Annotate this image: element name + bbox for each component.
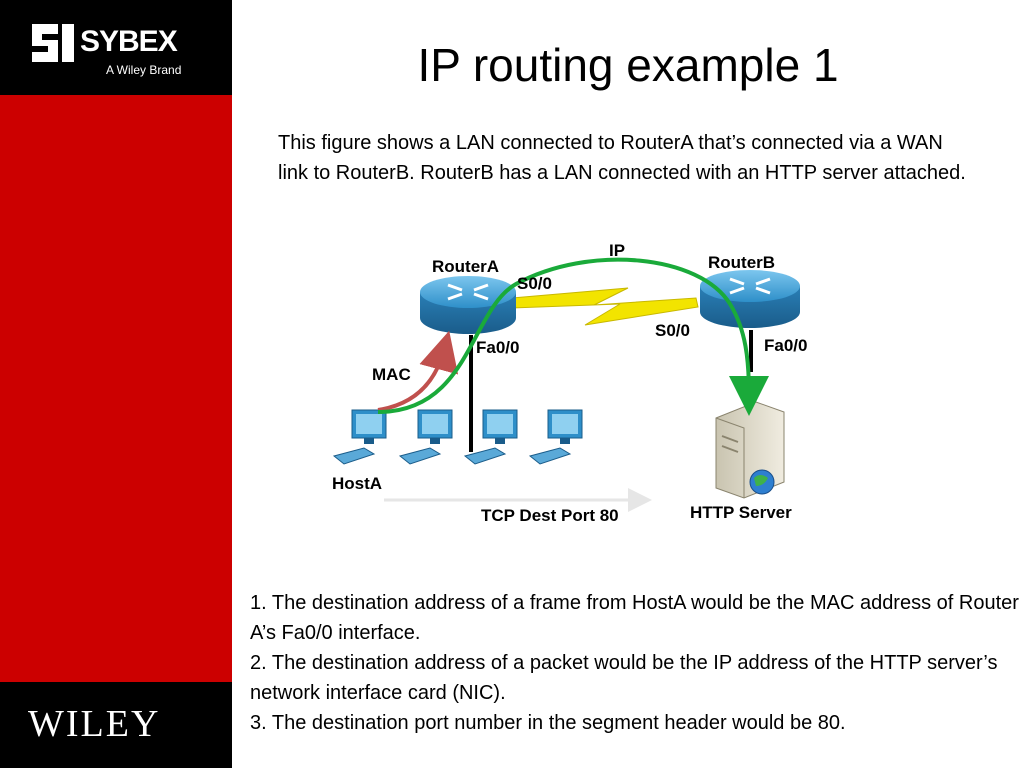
router-a-fa-label: Fa0/0 (476, 338, 520, 357)
sybex-wordmark: SYBEX (80, 25, 178, 58)
host-a-icon (332, 409, 387, 465)
sybex-tagline: A Wiley Brand (106, 63, 182, 77)
ip-arrow (377, 257, 769, 416)
tcp-label: TCP Dest Port 80 (481, 506, 619, 525)
router-b-fa-label: Fa0/0 (764, 336, 808, 355)
router-a-icon (420, 276, 516, 334)
host-icon (528, 409, 583, 465)
note-item: 1. The destination address of a frame fr… (250, 592, 1019, 644)
ip-label: IP (609, 241, 626, 260)
router-a-label: RouterA (432, 257, 500, 276)
router-b-label: RouterB (708, 253, 776, 272)
wiley-wordmark: WILEY (28, 703, 161, 745)
note-item: 3. The destination port number in the se… (250, 712, 846, 734)
router-b-icon (700, 270, 800, 328)
router-a-serial-label: S0/0 (517, 274, 552, 293)
mac-label: MAC (372, 365, 411, 384)
note-item: 2. The destination address of a packet w… (250, 652, 998, 704)
wan-link (511, 287, 699, 326)
host-a-label: HostA (332, 474, 383, 493)
sybex-logo-icon (32, 24, 74, 62)
host-icon (398, 409, 453, 465)
sidebar-red-band (0, 95, 232, 682)
http-server-icon (715, 401, 785, 499)
sybex-logo-area: SYBEX A Wiley Brand (0, 0, 232, 95)
notes-list: 1. The destination address of a frame fr… (250, 588, 1020, 738)
mac-arrow (377, 330, 459, 412)
sidebar: SYBEX A Wiley Brand WILEY (0, 0, 232, 768)
http-server-label: HTTP Server (690, 503, 792, 522)
wiley-logo-area: WILEY (0, 682, 232, 768)
host-icon (463, 409, 518, 465)
intro-text: This figure shows a LAN connected to Rou… (278, 132, 966, 184)
router-b-serial-label: S0/0 (655, 321, 690, 340)
slide-title: IP routing example 1 (417, 39, 839, 91)
